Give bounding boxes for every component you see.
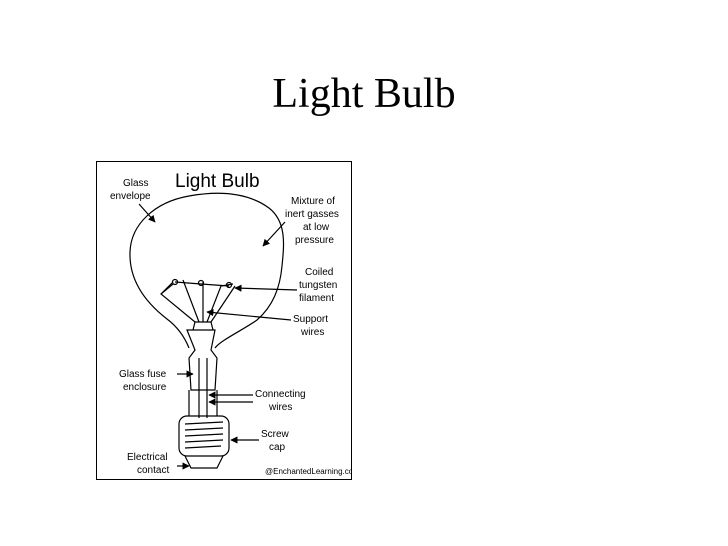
svg-text:filament: filament (299, 293, 334, 304)
svg-text:Connecting: Connecting (255, 389, 306, 400)
copyright-text: @EnchantedLearning.com (265, 467, 351, 476)
svg-text:enclosure: enclosure (123, 382, 167, 393)
label-connecting-wires: Connecting wires (255, 389, 306, 413)
electrical-contact-shape (184, 455, 224, 469)
svg-text:inert gasses: inert gasses (285, 209, 339, 220)
svg-text:cap: cap (269, 442, 286, 453)
screw-threads (184, 421, 224, 449)
glass-envelope-shape (129, 192, 285, 349)
svg-text:Mixture of: Mixture of (291, 196, 335, 207)
filament-coil-right (225, 281, 233, 289)
label-glass-envelope: Glass envelope (110, 178, 151, 202)
label-support-wires: Support wires (293, 314, 328, 338)
diagram-title: Light Bulb (175, 171, 260, 192)
support-wire-mid-right (206, 283, 234, 323)
svg-text:wires: wires (268, 402, 292, 413)
label-glass-fuse: Glass fuse enclosure (119, 369, 167, 393)
svg-text:pressure: pressure (295, 235, 334, 246)
support-stem (192, 321, 214, 331)
svg-text:Coiled: Coiled (305, 267, 333, 278)
arrow-coiled-filament (234, 284, 298, 292)
svg-text:at low: at low (303, 222, 330, 233)
arrow-support-wires (206, 309, 292, 321)
svg-text:Glass: Glass (123, 178, 149, 189)
arrow-glass-envelope (138, 203, 156, 223)
label-coiled-filament: Coiled tungsten filament (299, 267, 337, 304)
filament-coil-left (171, 278, 179, 286)
filament-coil-mid (197, 279, 205, 287)
support-wire-right (210, 285, 236, 323)
svg-text:wires: wires (300, 327, 324, 338)
glass-fuse-shape (186, 329, 218, 391)
screw-cap-shape (178, 415, 230, 457)
support-wire-mid-left (182, 279, 200, 323)
svg-text:Support: Support (293, 314, 328, 325)
coiled-filament-shape (160, 281, 230, 295)
svg-text:envelope: envelope (110, 191, 151, 202)
label-screw-cap: Screw cap (261, 429, 290, 453)
light-bulb-diagram-svg: Light Bulb Glass envelope (110, 171, 351, 476)
light-bulb-diagram: Light Bulb Glass envelope (96, 161, 352, 480)
arrow-mixture (262, 221, 286, 247)
svg-text:Screw: Screw (261, 429, 290, 440)
slide-title-text: Light Bulb (272, 71, 456, 117)
slide-title: Light Bulb (0, 70, 728, 118)
svg-text:contact: contact (137, 465, 169, 476)
support-wire-left (160, 281, 196, 323)
label-electrical-contact: Electrical contact (127, 452, 169, 476)
svg-text:Electrical: Electrical (127, 452, 168, 463)
svg-text:tungsten: tungsten (299, 280, 337, 291)
svg-text:Glass fuse: Glass fuse (119, 369, 167, 380)
label-mixture: Mixture of inert gasses at low pressure (285, 196, 339, 246)
bulb-neck (188, 390, 218, 416)
